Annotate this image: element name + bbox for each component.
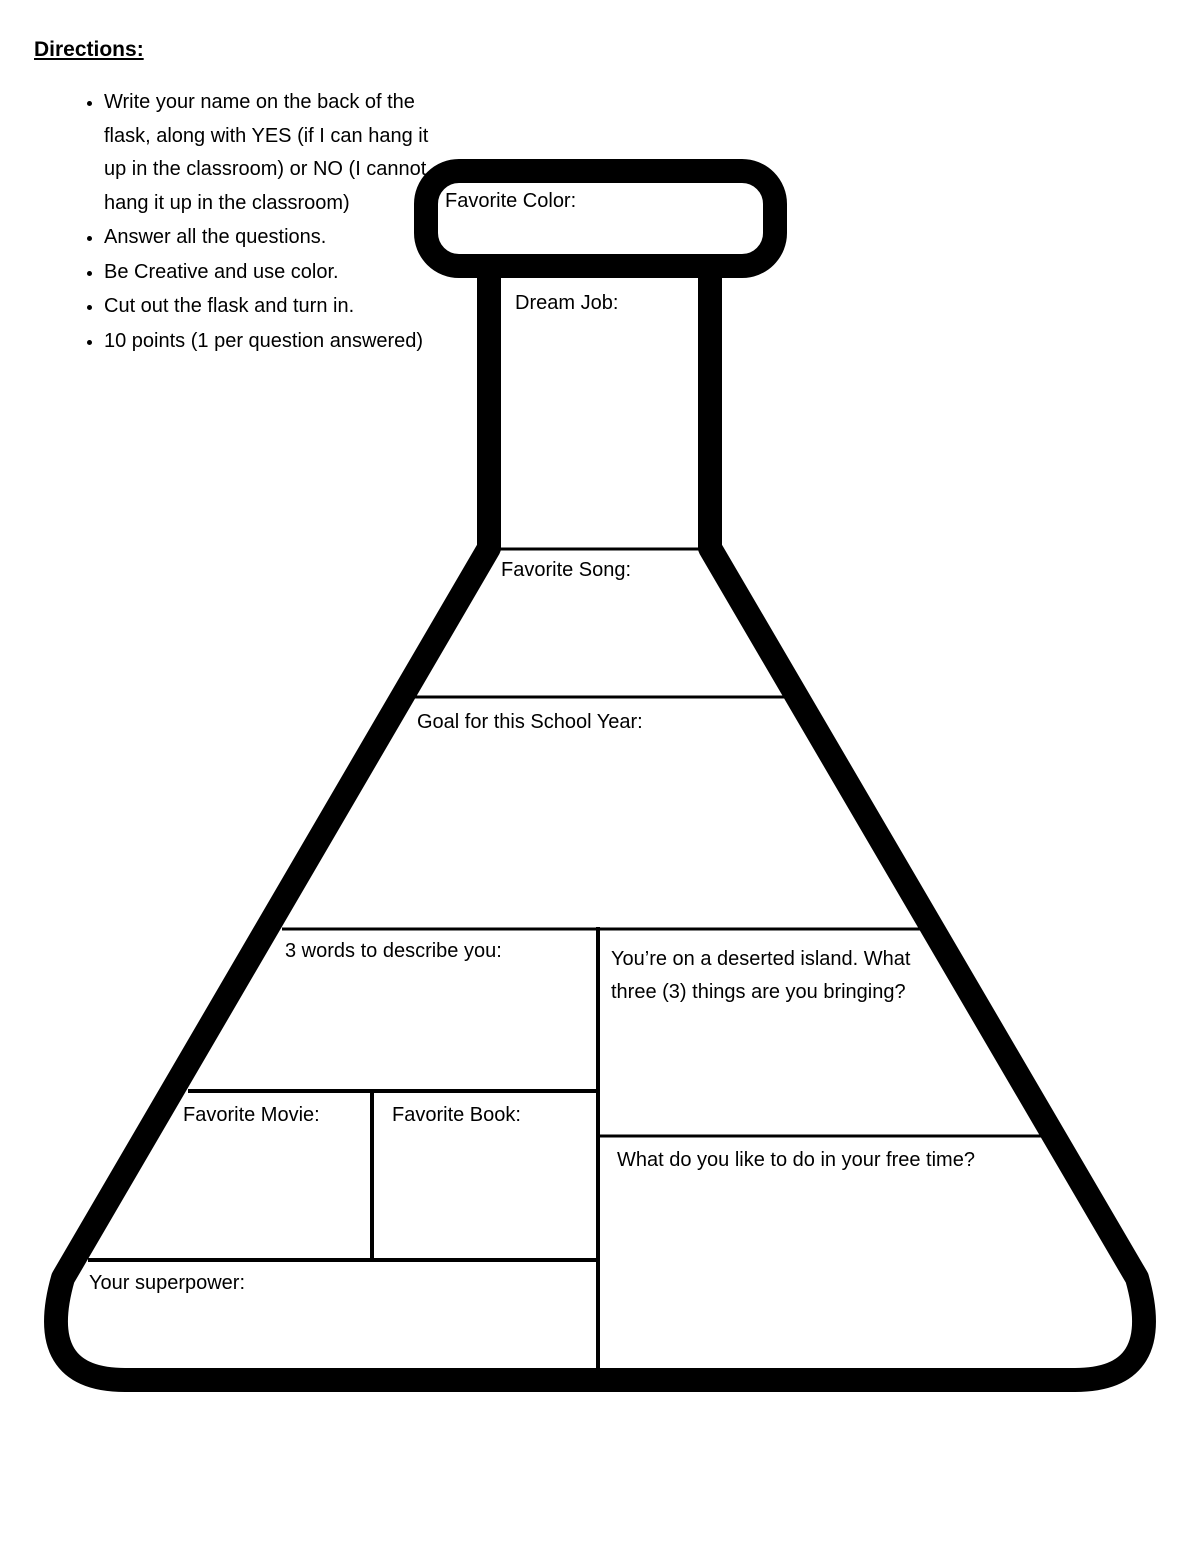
favorite-movie-label: Favorite Movie: — [183, 1104, 320, 1126]
direction-item: Answer all the questions. — [104, 221, 434, 255]
deserted-island-label: You’re on a deserted island. What three … — [611, 948, 911, 1003]
direction-item: Write your name on the back of the flask… — [104, 86, 434, 220]
flask-outline — [44, 276, 1156, 1392]
free-time-label: What do you like to do in your free time… — [617, 1149, 975, 1171]
favorite-book-label: Favorite Book: — [392, 1104, 521, 1126]
directions-list: Write your name on the back of the flask… — [34, 86, 434, 359]
three-words-label: 3 words to describe you: — [285, 940, 502, 962]
favorite-song-label: Favorite Song: — [501, 559, 632, 581]
directions-title: Directions: — [34, 38, 144, 61]
direction-item: Cut out the flask and turn in. — [104, 290, 434, 324]
flask-cap — [414, 159, 787, 278]
superpower-label: Your superpower: — [89, 1272, 246, 1294]
dream-job-label: Dream Job: — [515, 292, 619, 314]
goal-label: Goal for this School Year: — [417, 711, 643, 733]
favorite-color-label: Favorite Color: — [445, 190, 577, 212]
direction-item: Be Creative and use color. — [104, 256, 434, 290]
direction-item: 10 points (1 per question answered) — [104, 325, 434, 359]
